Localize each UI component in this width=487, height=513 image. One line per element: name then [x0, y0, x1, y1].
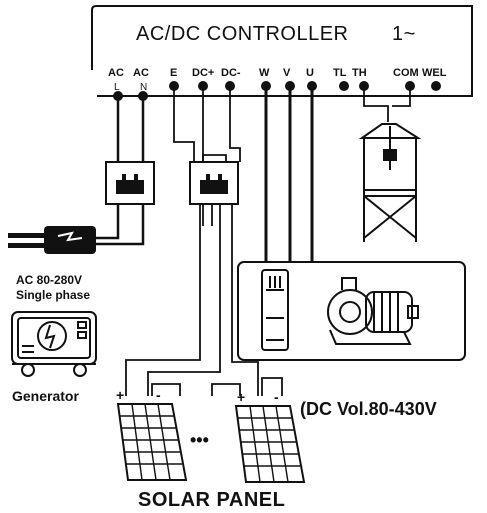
terminal-tl: TL — [333, 67, 347, 79]
terminal-w: W — [259, 67, 270, 79]
generator-icon — [11, 311, 97, 377]
solar-panel-label: SOLAR PANEL — [138, 489, 285, 511]
dc-voltage-label: (DC Vol.80-430V — [300, 399, 437, 419]
terminal-dc-plus: DC+ — [192, 67, 214, 79]
breaker-icon — [189, 161, 239, 205]
submersible-pump-icon — [261, 269, 289, 351]
terminal-e: E — [170, 67, 177, 79]
terminal-sub-n: N — [140, 82, 147, 93]
pump-box — [237, 261, 466, 361]
generator-label: Generator — [12, 388, 79, 404]
polarity-minus: - — [156, 387, 161, 403]
ac-phase-label: Single phase — [16, 288, 90, 302]
water-tank-icon — [358, 123, 422, 242]
terminal-u: U — [306, 67, 314, 79]
terminal-dc-minus: DC- — [221, 67, 241, 79]
ac-voltage-label: AC 80-280V — [16, 273, 82, 287]
terminal-v: V — [283, 67, 291, 79]
controller-box: AC/DC CONTROLLER 1~ AC AC L N E DC+ DC- … — [91, 5, 473, 97]
polarity-plus: + — [116, 387, 124, 403]
polarity-minus: - — [274, 389, 279, 405]
dc-wiring — [125, 86, 259, 396]
polarity-plus: + — [237, 389, 245, 405]
terminal-wel: WEL — [422, 67, 447, 79]
solar-panel-icon — [116, 403, 188, 481]
terminal-dots — [113, 81, 441, 101]
plug-icon — [8, 226, 96, 254]
motor-wiring — [264, 86, 314, 262]
solar-panel-icon — [234, 405, 306, 483]
sensor-wiring — [363, 86, 411, 122]
controller-phase: 1~ — [392, 23, 416, 45]
ac-wiring — [94, 96, 145, 246]
terminal-sub-l: L — [114, 82, 120, 93]
terminal-com: COM — [393, 67, 419, 79]
terminal-ac-l: AC — [108, 67, 124, 79]
terminal-th: TH — [352, 67, 367, 79]
ellipsis: ••• — [190, 430, 209, 450]
solar-wiring — [151, 377, 283, 396]
terminal-ac-n: AC — [133, 67, 149, 79]
controller-title: AC/DC CONTROLLER — [136, 23, 348, 45]
surface-pump-icon — [327, 277, 419, 345]
breaker-icon — [105, 161, 155, 205]
